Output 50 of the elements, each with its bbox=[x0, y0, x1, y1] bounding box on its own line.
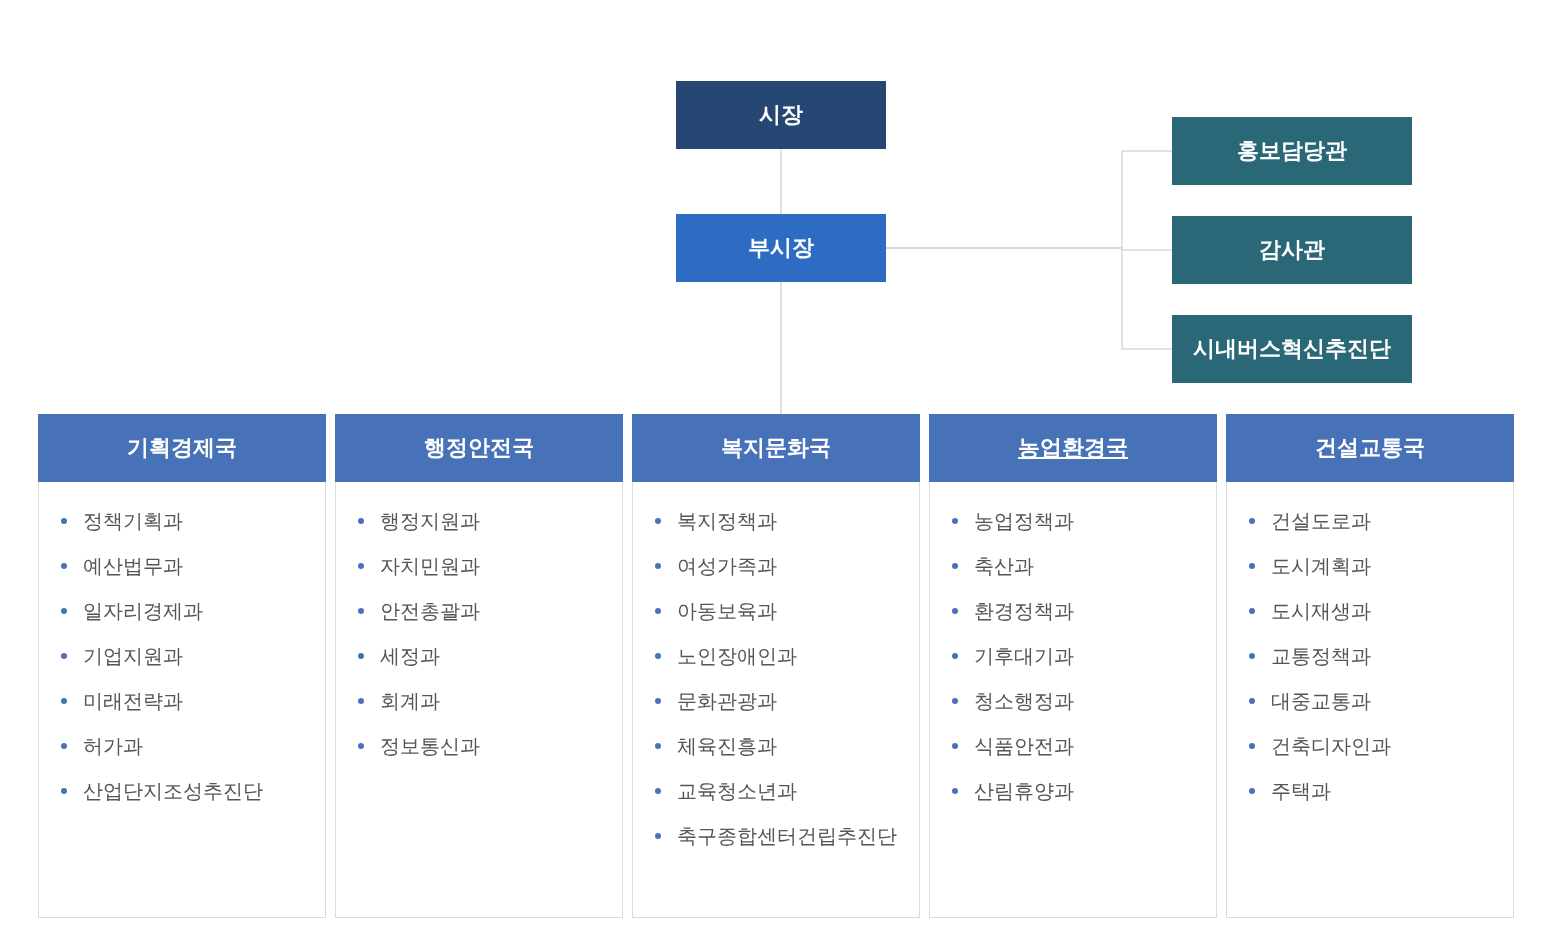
head-box: 시장 bbox=[676, 81, 886, 149]
list-item: 일자리경제과 bbox=[83, 598, 203, 624]
panel-heading: 복지문화국 bbox=[632, 414, 920, 482]
list-item: 정보통신과 bbox=[380, 733, 480, 759]
list-item: 축구종합센터건립추진단 bbox=[677, 823, 897, 849]
department-panel bbox=[38, 414, 326, 918]
list-item: 산림휴양과 bbox=[974, 778, 1074, 804]
list-item: 축산과 bbox=[974, 553, 1034, 579]
list-item: 기업지원과 bbox=[83, 643, 183, 669]
office-box: 홍보담당관 bbox=[1172, 117, 1412, 185]
list-item: 건설도로과 bbox=[1271, 508, 1371, 534]
list-item: 아동보육과 bbox=[677, 598, 777, 624]
list-item: 허가과 bbox=[83, 733, 143, 759]
list-item: 건축디자인과 bbox=[1271, 733, 1391, 759]
list-item: 대중교통과 bbox=[1271, 688, 1371, 714]
list-item: 환경정책과 bbox=[974, 598, 1074, 624]
list-item: 회계과 bbox=[380, 688, 440, 714]
list-item: 정책기획과 bbox=[83, 508, 183, 534]
panel-heading: 기획경제국 bbox=[38, 414, 326, 482]
list-item: 식품안전과 bbox=[974, 733, 1074, 759]
list-item: 청소행정과 bbox=[974, 688, 1074, 714]
panel-heading: 농업환경국 bbox=[929, 414, 1217, 482]
list-item: 복지정책과 bbox=[677, 508, 777, 534]
list-item: 안전총괄과 bbox=[380, 598, 480, 624]
list-item: 세정과 bbox=[380, 643, 440, 669]
list-item: 교통정책과 bbox=[1271, 643, 1371, 669]
department-panel bbox=[632, 414, 920, 918]
office-box: 감사관 bbox=[1172, 216, 1412, 284]
list-item: 도시재생과 bbox=[1271, 598, 1371, 624]
list-item: 자치민원과 bbox=[380, 553, 480, 579]
list-item: 여성가족과 bbox=[677, 553, 777, 579]
list-item: 체육진흥과 bbox=[677, 733, 777, 759]
list-item: 교육청소년과 bbox=[677, 778, 797, 804]
deputy-box: 부시장 bbox=[676, 214, 886, 282]
list-item: 예산법무과 bbox=[83, 553, 183, 579]
list-item: 미래전략과 bbox=[83, 688, 183, 714]
list-item: 도시계획과 bbox=[1271, 553, 1371, 579]
list-item: 농업정책과 bbox=[974, 508, 1074, 534]
panel-heading: 행정안전국 bbox=[335, 414, 623, 482]
list-item: 노인장애인과 bbox=[677, 643, 797, 669]
department-panel bbox=[929, 414, 1217, 918]
department-panel bbox=[335, 414, 623, 918]
list-item: 주택과 bbox=[1271, 778, 1331, 804]
department-panel bbox=[1226, 414, 1514, 918]
office-box: 시내버스혁신추진단 bbox=[1172, 315, 1412, 383]
list-item: 기후대기과 bbox=[974, 643, 1074, 669]
list-item: 산업단지조성추진단 bbox=[83, 778, 263, 804]
list-item: 문화관광과 bbox=[677, 688, 777, 714]
list-item: 행정지원과 bbox=[380, 508, 480, 534]
panel-heading: 건설교통국 bbox=[1226, 414, 1514, 482]
